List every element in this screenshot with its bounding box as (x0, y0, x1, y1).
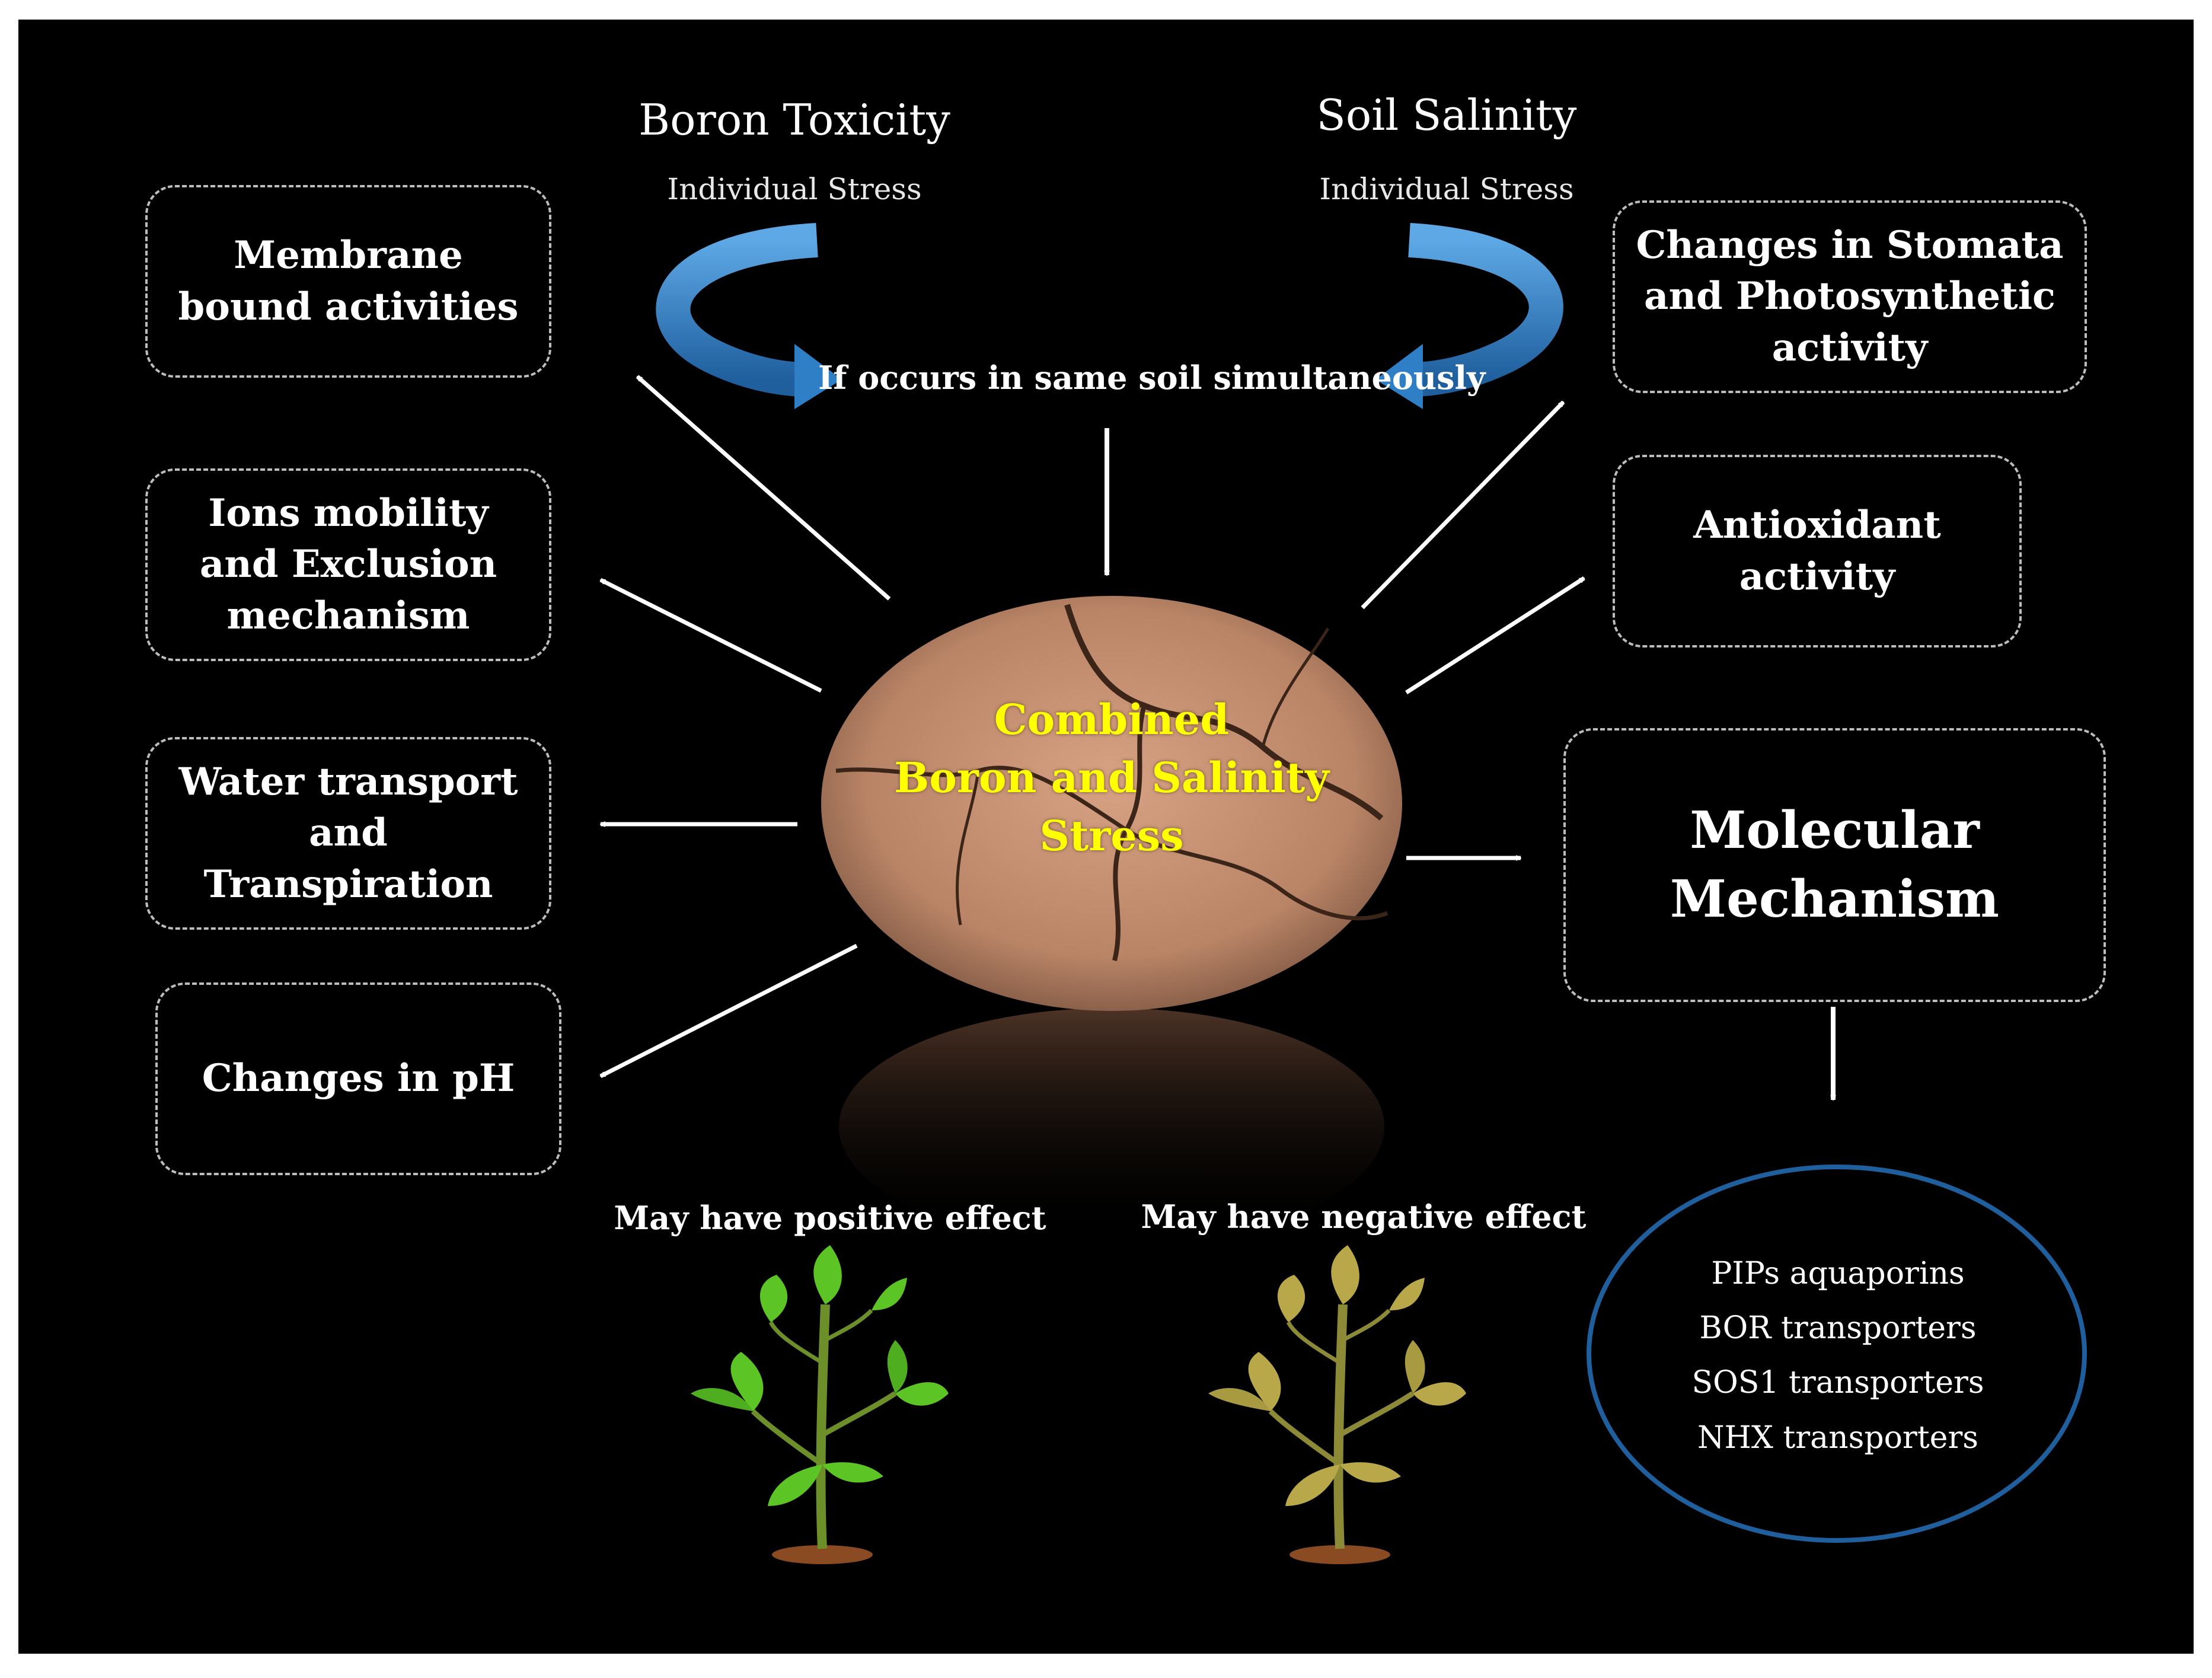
membrane-activities-box: Membrane bound activities (145, 185, 551, 378)
antioxidant-label: Antioxidant activity (1693, 503, 1941, 599)
molecular-list-ellipse (1587, 1165, 2087, 1543)
boron-toxicity-title: Boron Toxicity (639, 95, 950, 145)
molecular-item-nhx: NHX transporters (1697, 1420, 1978, 1456)
positive-effect-label: May have positive effect (614, 1199, 1046, 1237)
arrow-stomata (1361, 400, 1565, 610)
salinity-individual-stress: Individual Stress (1319, 172, 1574, 206)
antioxidant-box: Antioxidant activity (1613, 455, 2022, 647)
combined-stress-label: Combined Boron and Salinity Stress (894, 695, 1329, 860)
water-transport-label: Water transport and Transpiration (178, 759, 518, 907)
arrow-antioxidant (1405, 576, 1584, 694)
molecular-item-pips: PIPs aquaporins (1711, 1256, 1965, 1291)
simultaneous-condition-label: If occurs in same soil simultaneously (818, 359, 1486, 397)
boron-individual-stress: Individual Stress (667, 172, 922, 206)
molecular-mechanism-box: Molecular Mechanism (1563, 728, 2106, 1002)
membrane-activities-label: Membrane bound activities (178, 233, 519, 329)
stressed-plant-icon (1208, 1245, 1466, 1564)
cracked-soil-ellipse (821, 596, 1402, 1011)
negative-effect-label: May have negative effect (1141, 1198, 1587, 1236)
healthy-plant-icon (691, 1245, 949, 1564)
right-curved-arrow (1375, 223, 1563, 409)
stomata-photosynthesis-box: Changes in Stomata and Photosynthetic ac… (1613, 200, 2087, 393)
molecular-mechanism-label: Molecular Mechanism (1670, 800, 2000, 929)
ph-changes-label: Changes in pH (202, 1056, 515, 1101)
arrow-ph (601, 943, 858, 1079)
water-transport-box: Water transport and Transpiration (145, 737, 551, 930)
soil-salinity-title: Soil Salinity (1316, 90, 1577, 140)
arrow-ions (601, 578, 822, 693)
arrow-membrane (636, 375, 891, 601)
molecular-item-sos1: SOS1 transporters (1691, 1365, 1984, 1401)
ph-changes-box: Changes in pH (155, 982, 561, 1175)
molecular-item-bor: BOR transporters (1699, 1310, 1977, 1346)
left-curved-arrow (656, 223, 842, 409)
ions-mobility-label: Ions mobility and Exclusion mechanism (199, 490, 497, 638)
stomata-photosynthesis-label: Changes in Stomata and Photosynthetic ac… (1636, 222, 2064, 370)
soil-reflection (839, 1008, 1384, 1245)
ions-mobility-box: Ions mobility and Exclusion mechanism (145, 468, 551, 661)
